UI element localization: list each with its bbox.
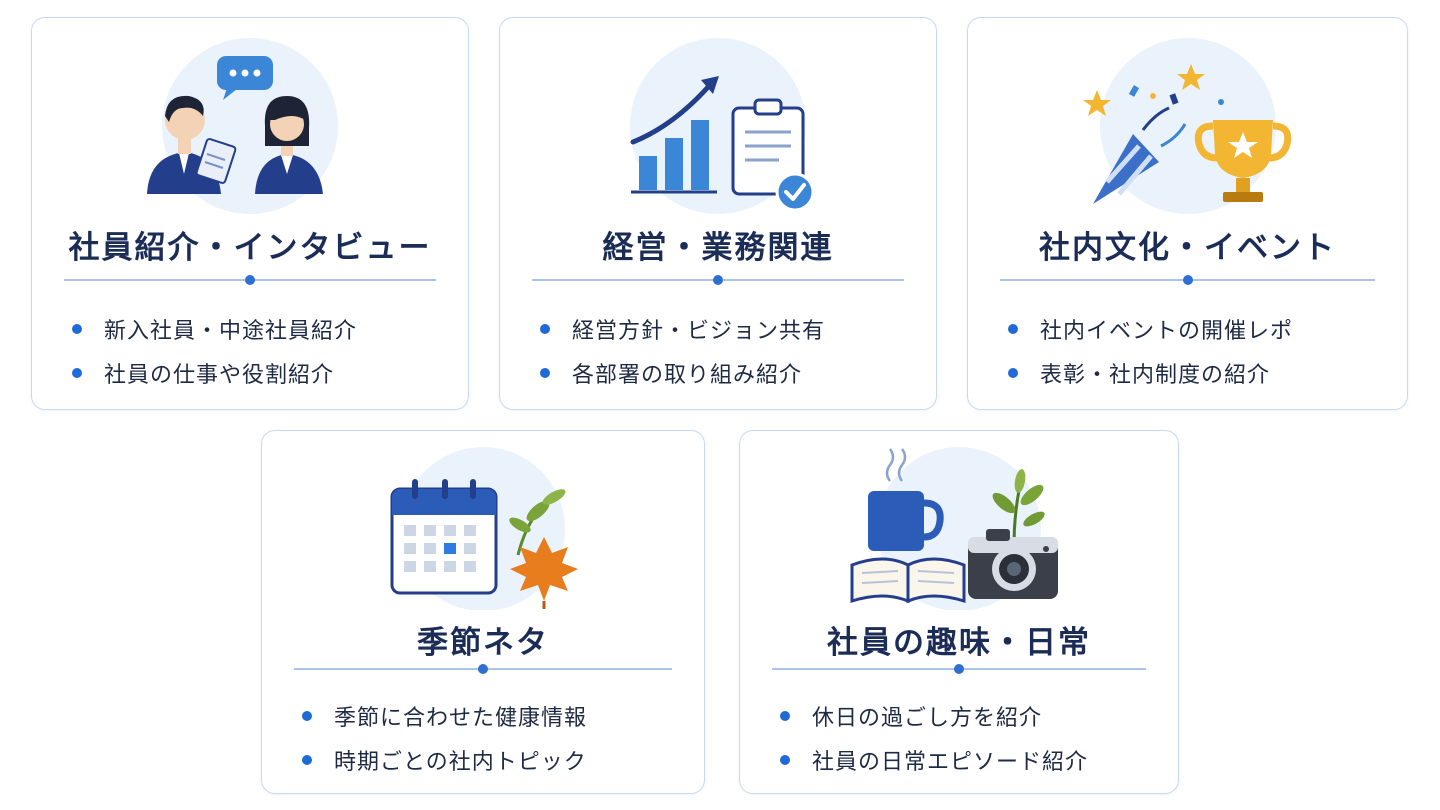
bullet-dot-icon: [780, 711, 790, 721]
list-item-text: 各部署の取り組み紹介: [572, 363, 803, 388]
card-employee-interview: 社員紹介・インタビュー 新入社員・中途社員紹介 社員の仕事や役割紹介: [31, 17, 469, 410]
bullet-dot-icon: [72, 324, 82, 334]
list-item-text: 時期ごとの社内トピック: [334, 750, 587, 775]
divider-dot: [713, 275, 723, 285]
list-item: 季節に合わせた健康情報: [302, 694, 684, 738]
bullet-list: 新入社員・中途社員紹介 社員の仕事や役割紹介: [72, 307, 448, 395]
list-item-text: 社内イベントの開催レポ: [1040, 319, 1294, 344]
list-item: 経営方針・ビジョン共有: [540, 307, 916, 351]
list-item-text: 新入社員・中途社員紹介: [104, 319, 358, 344]
title-divider: [532, 275, 904, 285]
list-item: 時期ごとの社内トピック: [302, 738, 684, 782]
card-title: 社員紹介・インタビュー: [68, 230, 432, 266]
title-divider: [772, 664, 1146, 674]
people-interview-icon: [147, 38, 338, 214]
bullet-dot-icon: [72, 368, 82, 378]
divider-dot: [478, 664, 488, 674]
list-item: 社員の仕事や役割紹介: [72, 351, 448, 395]
divider-dot: [245, 275, 255, 285]
bullet-list: 経営方針・ビジョン共有 各部署の取り組み紹介: [540, 307, 916, 395]
calendar-leaves-icon: [390, 447, 578, 610]
card-title: 社内文化・イベント: [1039, 230, 1336, 266]
divider-dot: [954, 664, 964, 674]
card-management: 経営・業務関連 経営方針・ビジョン共有 各部署の取り組み紹介: [499, 17, 937, 410]
card-hobbies-daily-life: 社員の趣味・日常 休日の過ごし方を紹介 社員の日常エピソード紹介: [739, 430, 1179, 794]
title-divider: [294, 664, 672, 674]
bullet-dot-icon: [780, 755, 790, 765]
card-title: 季節ネタ: [417, 625, 549, 661]
growth-chart-clipboard-icon: [630, 38, 815, 214]
bullet-dot-icon: [540, 368, 550, 378]
title-divider: [64, 275, 436, 285]
list-item: 社員の日常エピソード紹介: [780, 738, 1158, 782]
card-title: 経営・業務関連: [602, 230, 834, 266]
bullet-dot-icon: [1008, 368, 1018, 378]
list-item-text: 休日の過ごし方を紹介: [812, 706, 1043, 731]
party-trophy-icon: [1082, 38, 1291, 214]
bullet-list: 休日の過ごし方を紹介 社員の日常エピソード紹介: [780, 694, 1158, 782]
bullet-dot-icon: [302, 755, 312, 765]
bullet-list: 社内イベントの開催レポ 表彰・社内制度の紹介: [1008, 307, 1387, 395]
list-item-text: 社員の仕事や役割紹介: [104, 363, 335, 388]
card-title: 社員の趣味・日常: [827, 625, 1091, 661]
card-company-culture: 社内文化・イベント 社内イベントの開催レポ 表彰・社内制度の紹介: [967, 17, 1408, 410]
list-item: 社内イベントの開催レポ: [1008, 307, 1387, 351]
list-item: 各部署の取り組み紹介: [540, 351, 916, 395]
list-item-text: 表彰・社内制度の紹介: [1040, 363, 1271, 388]
mug-book-camera-icon: [850, 447, 1058, 610]
bullet-dot-icon: [302, 711, 312, 721]
card-seasonal-topics: 季節ネタ 季節に合わせた健康情報 時期ごとの社内トピック: [261, 430, 705, 794]
list-item: 新入社員・中途社員紹介: [72, 307, 448, 351]
list-item: 休日の過ごし方を紹介: [780, 694, 1158, 738]
list-item-text: 経営方針・ビジョン共有: [572, 319, 826, 344]
list-item: 表彰・社内制度の紹介: [1008, 351, 1387, 395]
title-divider: [1000, 275, 1375, 285]
divider-dot: [1182, 275, 1193, 285]
list-item-text: 社員の日常エピソード紹介: [812, 750, 1089, 775]
bullet-dot-icon: [1008, 324, 1018, 334]
list-item-text: 季節に合わせた健康情報: [334, 706, 588, 731]
bullet-list: 季節に合わせた健康情報 時期ごとの社内トピック: [302, 694, 684, 782]
bullet-dot-icon: [540, 324, 550, 334]
